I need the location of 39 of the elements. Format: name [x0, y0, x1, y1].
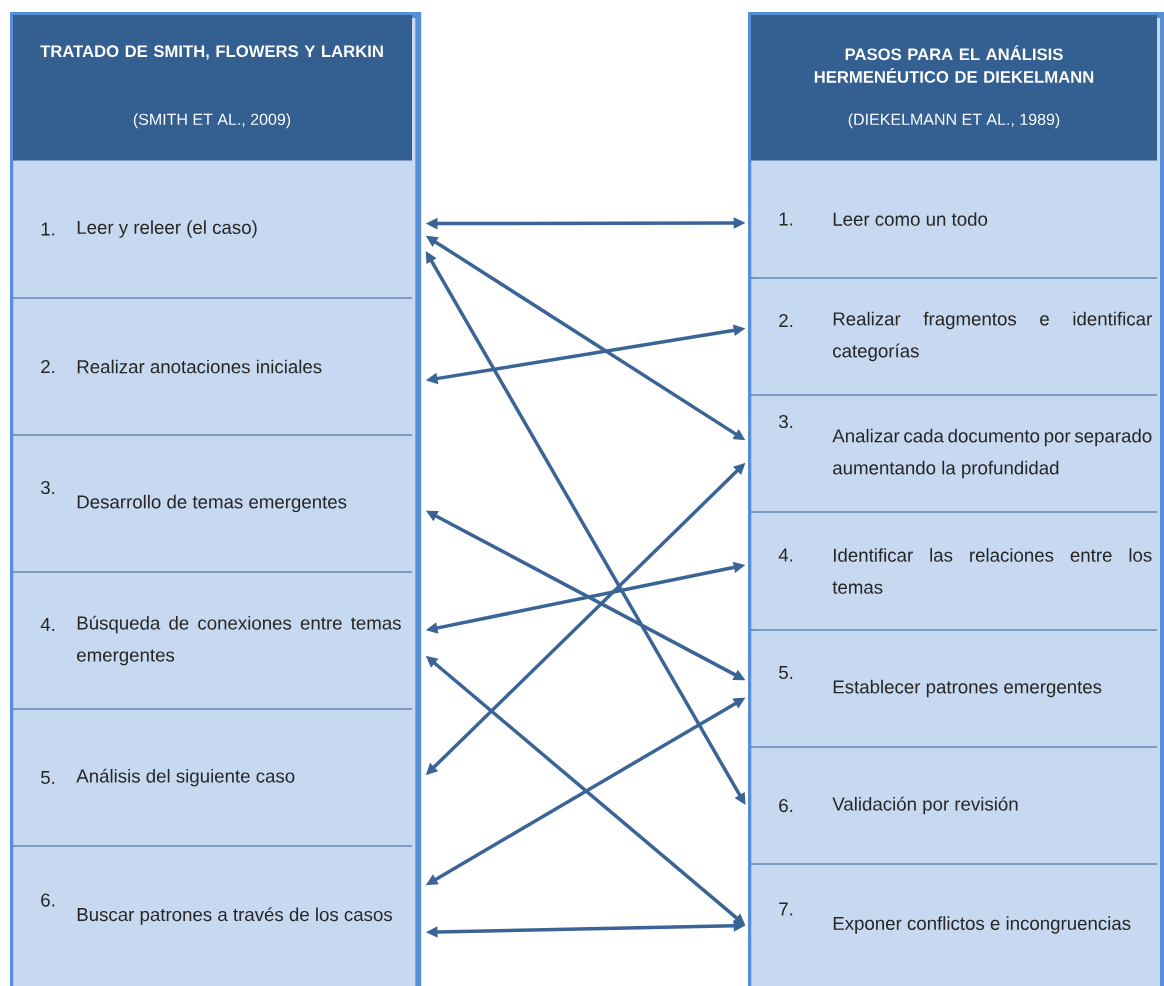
node-label: Análisis del siguiente caso: [76, 768, 295, 787]
node-label: Búsqueda de conexiones entre temas emergentes: [77, 615, 401, 666]
table-row: 5. Establecer patrones emergentes: [750, 629, 1158, 748]
node-label: 4.: [778, 548, 793, 562]
node-label: Leer como un todo: [833, 212, 988, 226]
table-row: 7. Exponer conflictos e incongruencias: [750, 863, 1158, 986]
node-label: Realizar fragmentos e identificar categorías: [833, 311, 1152, 362]
node-label: 1.: [41, 222, 55, 236]
node-label: Exponer conflictos e incongruencias: [833, 916, 1131, 934]
node-label: 7.: [779, 902, 793, 916]
node-label: 3.: [40, 480, 55, 495]
table-row: 4. Identificar las relaciones entre los temas: [750, 511, 1158, 630]
node-label: 5.: [779, 666, 793, 680]
node-label: Buscar patrones a través de los casos: [77, 907, 392, 925]
node-label: 6.: [41, 893, 55, 907]
node-label: 6.: [779, 798, 793, 813]
node-label: Establecer patrones emergentes: [833, 679, 1102, 698]
table-row: 5. Análisis del siguiente caso: [12, 708, 413, 847]
node-label: Analizar cada documento por separado aumentando la profundidad: [832, 428, 1152, 479]
node-label: 5.: [41, 771, 55, 785]
node-label: 1.: [779, 212, 793, 226]
node-label: 4.: [40, 618, 55, 631]
node-label: Leer y releer (el caso): [77, 220, 257, 238]
node-label: Realizar anotaciones iniciales: [77, 359, 322, 374]
table-row: 1. Leer como un todo: [750, 159, 1158, 278]
node-label: 2.: [779, 313, 793, 328]
table-row: 1. Leer y releer (el caso): [12, 159, 413, 299]
table-row: 6. Buscar patrones a través de los casos: [12, 845, 413, 986]
table-row: 3. Desarrollo de temas emergentes: [12, 434, 413, 573]
table-row: 2. Realizar anotaciones iniciales: [12, 297, 413, 436]
node-label: Validación por revisión: [832, 796, 1018, 815]
table-row: 6. Validación por revisión: [750, 746, 1158, 865]
node-label: Identificar las relaciones entre los temas: [832, 548, 1152, 594]
node-label: Desarrollo de temas emergentes: [77, 494, 347, 513]
node-label: 2.: [41, 359, 55, 374]
node-label: 3.: [778, 414, 793, 429]
table-row: 2. Realizar fragmentos e identificar categorías: [750, 277, 1158, 396]
table-row: 3. Analizar cada documento por separado aumentando la profundidad: [750, 394, 1158, 513]
table-row: 4. Búsqueda de conexiones entre temas emergentes: [12, 571, 413, 710]
